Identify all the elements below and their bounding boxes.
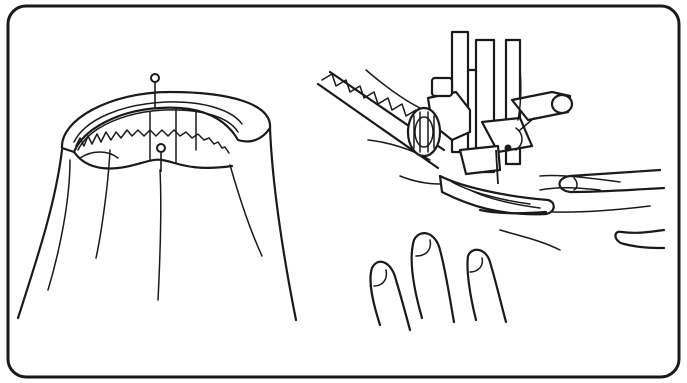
pin-lower: [156, 143, 166, 172]
pin-top: [150, 73, 160, 108]
hand-right: [558, 168, 666, 250]
sewing-machine-illustration: [316, 30, 666, 332]
garment-illustration: [16, 73, 298, 322]
fingers-bottom: [369, 232, 508, 332]
thumb-screw: [406, 106, 442, 158]
